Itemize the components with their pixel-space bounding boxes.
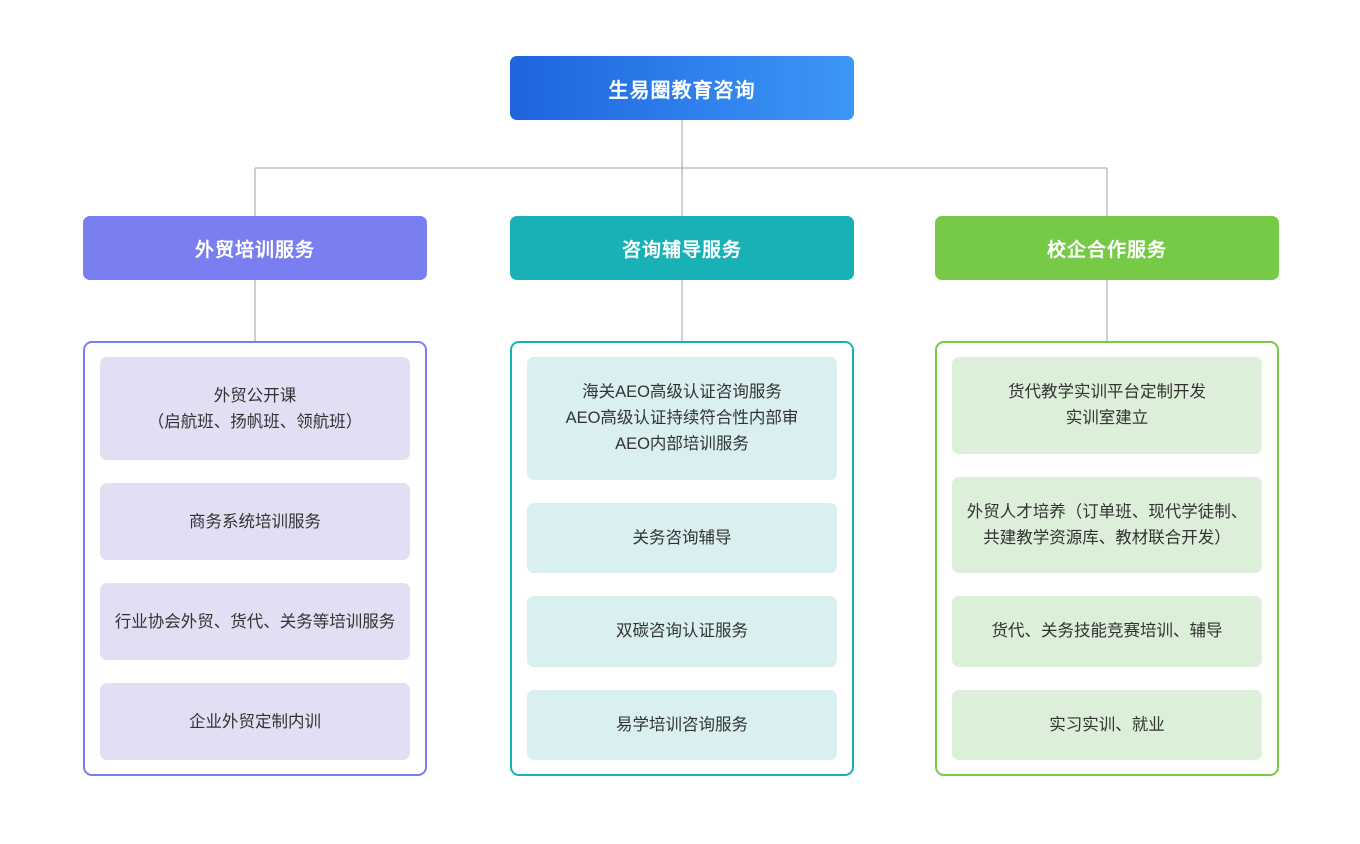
branch-header-2[interactable]: 校企合作服务 bbox=[935, 216, 1279, 280]
service-item-card[interactable]: 货代、关务技能竞赛培训、辅导 bbox=[952, 596, 1262, 667]
branch-column-1: 咨询辅导服务 海关AEO高级认证咨询服务 AEO高级认证持续符合性内部审 AEO… bbox=[510, 0, 854, 844]
service-item-card[interactable]: 外贸公开课 （启航班、扬帆班、领航班） bbox=[100, 357, 410, 460]
branch-panel-1: 海关AEO高级认证咨询服务 AEO高级认证持续符合性内部审 AEO内部培训服务 … bbox=[510, 341, 854, 776]
branch-panel-2: 货代教学实训平台定制开发 实训室建立 外贸人才培养（订单班、现代学徒制、共建教学… bbox=[935, 341, 1279, 776]
service-item-card[interactable]: 商务系统培训服务 bbox=[100, 483, 410, 560]
branch-panel-0: 外贸公开课 （启航班、扬帆班、领航班） 商务系统培训服务 行业协会外贸、货代、关… bbox=[83, 341, 427, 776]
root-node[interactable]: 生易圈教育咨询 bbox=[510, 56, 854, 120]
branch-header-1[interactable]: 咨询辅导服务 bbox=[510, 216, 854, 280]
service-item-card[interactable]: 海关AEO高级认证咨询服务 AEO高级认证持续符合性内部审 AEO内部培训服务 bbox=[527, 357, 837, 480]
branch-header-label-0: 外贸培训服务 bbox=[194, 239, 315, 261]
service-item-card[interactable]: 关务咨询辅导 bbox=[527, 502, 837, 573]
service-item-card[interactable]: 易学培训咨询服务 bbox=[527, 689, 837, 760]
service-item-card[interactable]: 行业协会外贸、货代、关务等培训服务 bbox=[100, 583, 410, 660]
service-item-card[interactable]: 双碳咨询认证服务 bbox=[527, 596, 837, 667]
branch-header-label-1: 咨询辅导服务 bbox=[621, 239, 742, 261]
branch-column-2: 校企合作服务 货代教学实训平台定制开发 实训室建立 外贸人才培养（订单班、现代学… bbox=[935, 0, 1279, 844]
branch-header-label-2: 校企合作服务 bbox=[1046, 239, 1167, 261]
service-item-card[interactable]: 外贸人才培养（订单班、现代学徒制、共建教学资源库、教材联合开发） bbox=[952, 476, 1262, 573]
service-item-card[interactable]: 货代教学实训平台定制开发 实训室建立 bbox=[952, 357, 1262, 454]
branch-column-0: 外贸培训服务 外贸公开课 （启航班、扬帆班、领航班） 商务系统培训服务 行业协会… bbox=[83, 0, 427, 844]
root-node-label: 生易圈教育咨询 bbox=[608, 79, 756, 102]
branch-header-0[interactable]: 外贸培训服务 bbox=[83, 216, 427, 280]
service-item-card[interactable]: 企业外贸定制内训 bbox=[100, 683, 410, 760]
service-item-card[interactable]: 实习实训、就业 bbox=[952, 689, 1262, 760]
